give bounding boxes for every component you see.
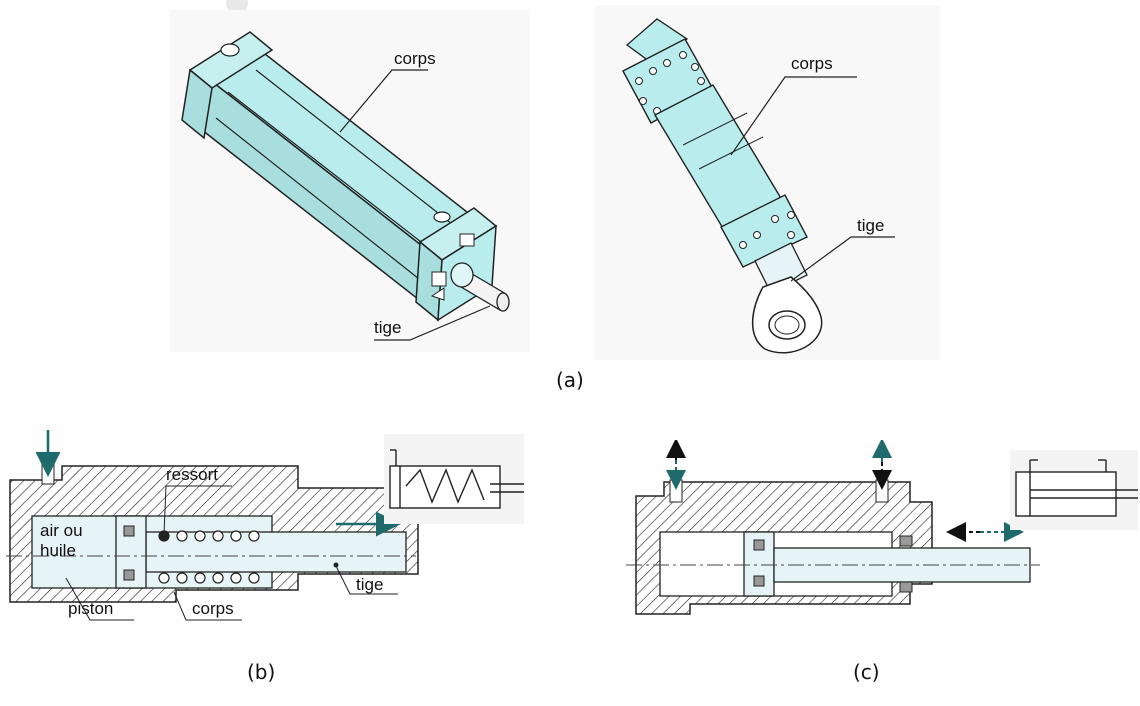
label-ressort: ressort bbox=[166, 465, 218, 484]
diagram-single-acting: ressort air ou huile tige piston corps bbox=[6, 430, 526, 630]
cylinder-photo-left: corps tige bbox=[170, 10, 530, 352]
label-corps-left: corps bbox=[394, 49, 436, 68]
label-corps-b: corps bbox=[192, 599, 234, 618]
caption-b: (b) bbox=[247, 660, 276, 684]
label-tige-right: tige bbox=[857, 216, 884, 235]
caption-c: (c) bbox=[853, 660, 880, 684]
caption-a: (a) bbox=[556, 368, 584, 392]
cylinder-photo-right: corps tige bbox=[595, 5, 940, 360]
label-air-ou: air ou bbox=[40, 521, 83, 540]
label-corps-right: corps bbox=[791, 54, 833, 73]
label-piston: piston bbox=[68, 599, 113, 618]
diagram-double-acting bbox=[610, 440, 1140, 640]
label-huile: huile bbox=[40, 541, 76, 560]
label-tige-left: tige bbox=[374, 318, 401, 337]
label-tige-b: tige bbox=[356, 575, 383, 594]
